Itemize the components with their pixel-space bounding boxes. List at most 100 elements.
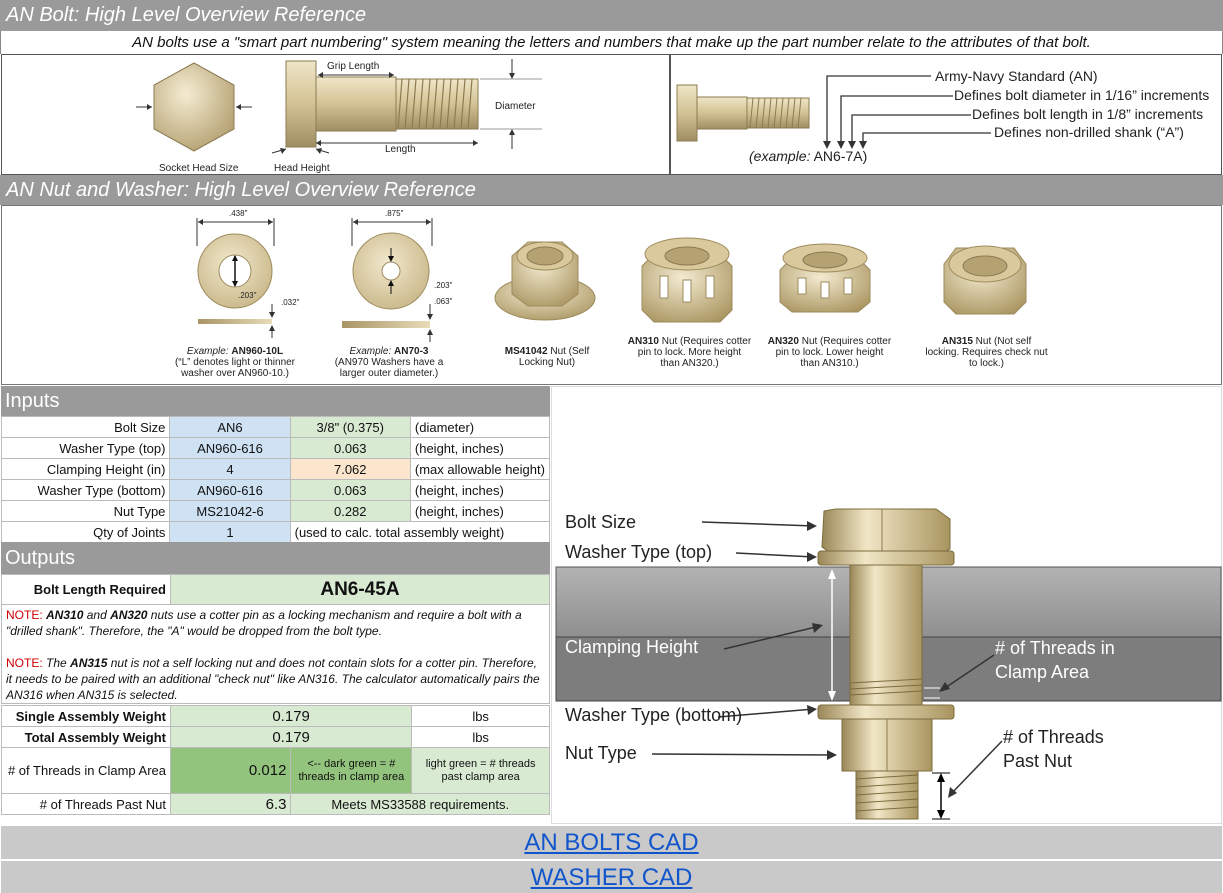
row-note: (diameter) (409, 416, 551, 438)
bolt-size-input[interactable]: AN6 (169, 416, 291, 438)
threads-clamp-row: # of Threads in Clamp Area 0.012 <-- dar… (1, 747, 550, 794)
caption-ms41042-text: Nut (Self Locking Nut) (518, 346, 590, 368)
washer-top-value: 0.063 (289, 437, 411, 459)
diameter-label: Diameter (495, 101, 536, 112)
caption-an960-part: AN960-10L (231, 346, 284, 357)
bolt-overview-header: AN Bolt: High Level Overview Reference (0, 0, 1223, 31)
dark-green-legend: <-- dark green = # threads in clamp area (290, 747, 413, 794)
example-value: AN6-7A) (813, 148, 868, 164)
bolts-cad-row: AN BOLTS CAD (1, 826, 1222, 860)
diagram-bolt-size-label: Bolt Size (565, 512, 637, 532)
threads-clamp-label: # of Threads in Clamp Area (1, 747, 171, 794)
weights-table: Single Assembly Weight 0.179 lbs Total A… (1, 705, 550, 815)
single-weight-value: 0.179 (169, 705, 413, 727)
caption-an70-prefix: Example: (349, 346, 392, 357)
note-text: and (86, 608, 107, 622)
caption-an70: Example: AN70-3 (AN970 Washers have a la… (324, 346, 454, 379)
caption-an320-text: Nut (Requires cotter pin to lock. Lower … (775, 336, 892, 369)
input-row-nut-type: Nut Type MS21042-6 0.282 (height, inches… (0, 500, 551, 522)
threads-clamp-value: 0.012 (169, 747, 292, 794)
inputs-table: Bolt Size AN6 3/8" (0.375) (diameter) Wa… (0, 416, 551, 543)
diagram-threads-clamp-label-2: Clamp Area (995, 662, 1090, 682)
threads-past-label: # of Threads Past Nut (1, 793, 171, 815)
note-text: The (46, 656, 67, 670)
example-prefix: (example: (749, 148, 811, 164)
note-part: AN310 (46, 608, 84, 622)
nut-type-input[interactable]: MS21042-6 (169, 500, 291, 522)
row-note: (max allowable height) (409, 458, 551, 480)
caption-an310-text: Nut (Requires cotter pin to lock. More h… (637, 336, 752, 369)
nut-type-value: 0.282 (289, 500, 411, 522)
socket-head-size-label: Socket Head Size (159, 163, 239, 174)
bolt-dimensions-illustration (136, 59, 542, 154)
note-cotter-pin: NOTE: AN310 and AN320 nuts use a cotter … (6, 607, 545, 639)
caption-an315: AN315 Nut (Not self locking. Requires ch… (924, 336, 1049, 369)
bolt-length-value: AN6-45A (169, 574, 551, 605)
washer2-thickness-label: .063" (434, 297, 453, 306)
total-weight-value: 0.179 (169, 726, 413, 748)
output-notes: NOTE: AN310 and AN320 nuts use a cotter … (1, 604, 550, 704)
bolt-length-row: Bolt Length Required AN6-45A (1, 574, 551, 605)
caption-an320: AN320 Nut (Requires cotter pin to lock. … (767, 336, 892, 369)
caption-ms41042: MS41042 Nut (Self Locking Nut) (492, 346, 602, 368)
washer-top-input[interactable]: AN960-616 (169, 437, 291, 459)
input-row-washer-bottom: Washer Type (bottom) AN960-616 0.063 (he… (0, 479, 551, 501)
washer-bottom-input[interactable]: AN960-616 (169, 479, 291, 501)
note-tag: NOTE: (6, 656, 43, 670)
qty-joints-input[interactable]: 1 (169, 521, 291, 543)
row-note: (height, inches) (409, 479, 551, 501)
caption-an315-text: Nut (Not self locking. Requires check nu… (925, 336, 1048, 369)
row-label: Clamping Height (in) (0, 458, 171, 480)
single-weight-label: Single Assembly Weight (1, 705, 171, 727)
clamping-height-max-value: 7.062 (289, 458, 411, 480)
example-part-number: (example: AN6-7A) (749, 148, 867, 164)
part-number-illustration (676, 75, 991, 149)
head-height-label: Head Height (274, 163, 330, 174)
nut-washer-illustration (196, 218, 1027, 342)
note-check-nut: NOTE: The AN315 nut is not a self lockin… (6, 655, 545, 703)
single-weight-row: Single Assembly Weight 0.179 lbs (1, 705, 550, 727)
diagram-washer-top-label: Washer Type (top) (565, 542, 713, 562)
assembly-diagram: Bolt Size Washer Type (top) Clamping Hei… (551, 386, 1222, 824)
note-part: AN315 (70, 656, 108, 670)
army-navy-label: Army-Navy Standard (AN) (935, 68, 1098, 84)
non-drilled-label: Defines non-drilled shank (“A”) (994, 124, 1184, 140)
threads-past-row: # of Threads Past Nut 6.3 Meets MS33588 … (1, 793, 550, 815)
threads-past-value: 6.3 (169, 793, 292, 815)
row-note: (height, inches) (409, 500, 551, 522)
row-label: Qty of Joints (0, 521, 171, 543)
caption-an70-text: (AN970 Washers have a larger outer diame… (334, 357, 444, 379)
intro-text: AN bolts use a "smart part numbering" sy… (0, 31, 1223, 54)
row-label: Nut Type (0, 500, 171, 522)
threads-past-status: Meets MS33588 requirements. (290, 793, 550, 815)
total-weight-unit: lbs (411, 726, 550, 748)
diagram-threads-clamp-label-1: # of Threads in (995, 638, 1115, 658)
caption-an70-part: AN70-3 (394, 346, 429, 357)
caption-an960-prefix: Example: (186, 346, 229, 357)
row-label: Bolt Size (0, 416, 171, 438)
clamping-height-input[interactable]: 4 (169, 458, 291, 480)
input-row-washer-top: Washer Type (top) AN960-616 0.063 (heigh… (0, 437, 551, 459)
bolt-length-label: Bolt Length Required (1, 574, 171, 605)
diameter-increment-label: Defines bolt diameter in 1/16” increment… (954, 87, 1210, 103)
single-weight-unit: lbs (411, 705, 550, 727)
total-weight-row: Total Assembly Weight 0.179 lbs (1, 726, 550, 748)
washer-bottom-value: 0.063 (289, 479, 411, 501)
washer-cad-link[interactable]: WASHER CAD (530, 864, 693, 891)
row-label: Washer Type (bottom) (0, 479, 171, 501)
row-note: (used to calc. total assembly weight) (289, 521, 551, 543)
bolt-length-table: Bolt Length Required AN6-45A (1, 574, 551, 605)
washer1-id-label: .203" (238, 291, 257, 300)
caption-an320-part: AN320 (767, 336, 799, 347)
length-label: Length (385, 144, 416, 155)
input-row-clamping-height: Clamping Height (in) 4 7.062 (max allowa… (0, 458, 551, 480)
bolts-cad-link[interactable]: AN BOLTS CAD (524, 829, 699, 856)
diagram-nut-type-label: Nut Type (565, 743, 637, 763)
bolt-dimensions-panel: Grip Length Diameter Length Socket Head … (1, 54, 670, 175)
washer1-od-label: .438" (229, 209, 248, 218)
caption-an960-text: (“L” denotes light or thinner washer ove… (174, 357, 296, 379)
part-number-panel: Army-Navy Standard (AN) Defines bolt dia… (670, 54, 1222, 175)
diagram-clamping-label: Clamping Height (565, 637, 699, 657)
note-tag: NOTE: (6, 608, 43, 622)
note-text: nuts use a cotter pin as a locking mecha… (6, 608, 522, 638)
